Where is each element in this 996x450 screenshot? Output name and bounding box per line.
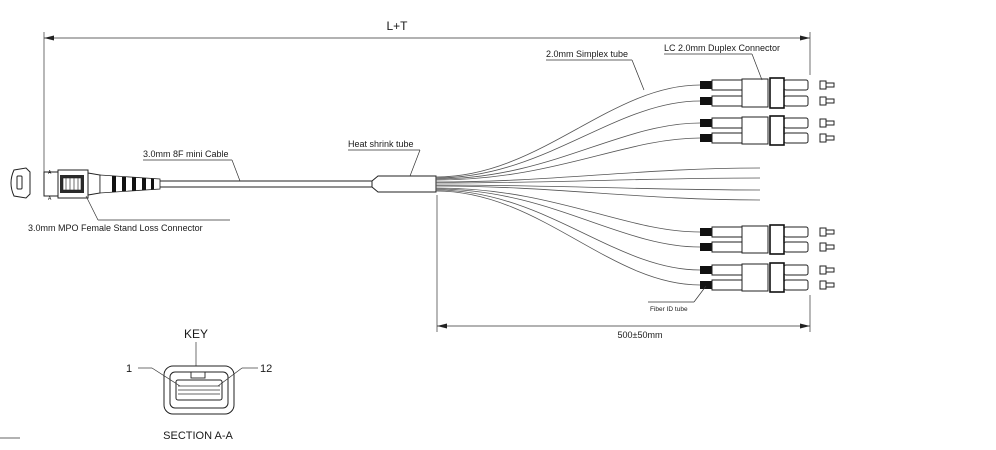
overall-length-dimension: L+T bbox=[43, 19, 811, 180]
lc-dust-caps bbox=[819, 80, 835, 290]
fiber-id-tube-callout: Fiber ID tube bbox=[648, 285, 707, 313]
mpo-connector-label: 3.0mm MPO Female Stand Loss Connector bbox=[28, 223, 203, 233]
pin-first-label: 1 bbox=[126, 363, 132, 375]
mini-cable-label: 3.0mm 8F mini Cable bbox=[143, 149, 229, 159]
mini-cable-callout: 3.0mm 8F mini Cable bbox=[143, 149, 241, 182]
lc-connector-label: LC 2.0mm Duplex Connector bbox=[664, 43, 780, 53]
pin-last-label: 12 bbox=[260, 363, 272, 375]
heat-shrink-callout: Heat shrink tube bbox=[348, 139, 421, 177]
breakout-length-label: 500±50mm bbox=[618, 330, 663, 340]
mpo-connector: A A bbox=[43, 169, 161, 202]
overall-length-label: L+T bbox=[386, 19, 408, 33]
svg-text:A: A bbox=[48, 170, 52, 176]
lc-duplex-connector-2 bbox=[700, 115, 809, 146]
breakout-fibers bbox=[435, 84, 761, 286]
mpo-strain-relief-boot bbox=[99, 174, 161, 194]
simplex-tube-callout: 2.0mm Simplex tube bbox=[546, 49, 645, 91]
heat-shrink-tube bbox=[371, 175, 437, 193]
heat-shrink-label: Heat shrink tube bbox=[348, 139, 414, 149]
lc-connector-callout: LC 2.0mm Duplex Connector bbox=[664, 43, 780, 81]
mpo-dust-cap bbox=[10, 167, 31, 199]
fiber-id-tube-label: Fiber ID tube bbox=[650, 306, 688, 313]
key-label: KEY bbox=[184, 327, 208, 341]
breakout-length-dimension: 500±50mm bbox=[436, 195, 811, 340]
simplex-tube-label: 2.0mm Simplex tube bbox=[546, 49, 628, 59]
section-label: SECTION A-A bbox=[163, 430, 233, 442]
lc-duplex-connector-1 bbox=[700, 77, 809, 109]
mini-cable bbox=[160, 180, 372, 188]
svg-text:A: A bbox=[48, 196, 52, 202]
section-a-a-detail: KEY 1 12 SECTION A-A bbox=[126, 327, 272, 442]
mpo-connector-callout: 3.0mm MPO Female Stand Loss Connector bbox=[28, 195, 230, 233]
lc-duplex-connector-3 bbox=[700, 224, 809, 255]
lc-duplex-connector-4 bbox=[700, 262, 809, 293]
